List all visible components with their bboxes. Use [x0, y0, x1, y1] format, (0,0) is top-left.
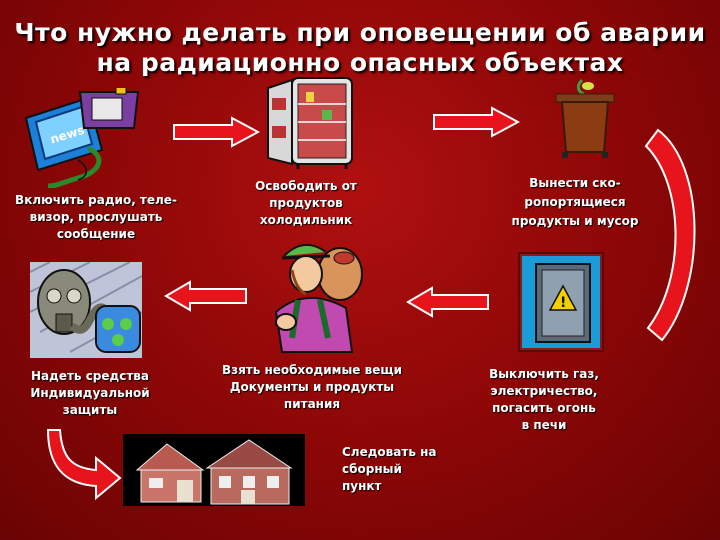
arrow-curve-down — [46, 429, 122, 500]
arrow-right-1 — [173, 116, 260, 148]
houses-icon — [123, 434, 305, 506]
arrow-right-2 — [433, 106, 520, 138]
step-assembly-label: Следовать на сборный пункт — [342, 445, 437, 493]
page-title: Что нужно делать при оповещении об авари… — [0, 18, 720, 78]
arrow-curve-right — [644, 128, 696, 342]
title-line-2: на радиационно опасных объектах — [96, 48, 624, 77]
tv-news-icon: news — [24, 88, 140, 188]
step-trash-label: Вынести ско- ропортящиеся продукты и мус… — [511, 176, 639, 228]
trash-bin-icon — [555, 78, 615, 158]
step-fridge-label: Освободить от продуктов холодильник — [255, 179, 357, 227]
fridge-icon — [267, 77, 353, 169]
step-gas-label: Выключить газ, электричество, погасить о… — [489, 367, 599, 432]
electrical-panel-icon: ! — [518, 252, 604, 352]
arrow-left-1 — [406, 286, 489, 318]
step-radio-label: Включить радио, теле- визор, прослушать … — [15, 193, 177, 241]
step-bag-label: Взять необходимые вещи Документы и проду… — [221, 363, 403, 411]
hiker-backpack-icon — [274, 244, 363, 353]
step-mask-label: Надеть средства Индивидуальной защиты — [30, 369, 150, 417]
gas-mask-icon — [30, 262, 142, 358]
arrow-left-2 — [164, 280, 247, 312]
title-line-1: Что нужно делать при оповещении об авари… — [14, 18, 706, 47]
svg-text:!: ! — [560, 295, 566, 311]
